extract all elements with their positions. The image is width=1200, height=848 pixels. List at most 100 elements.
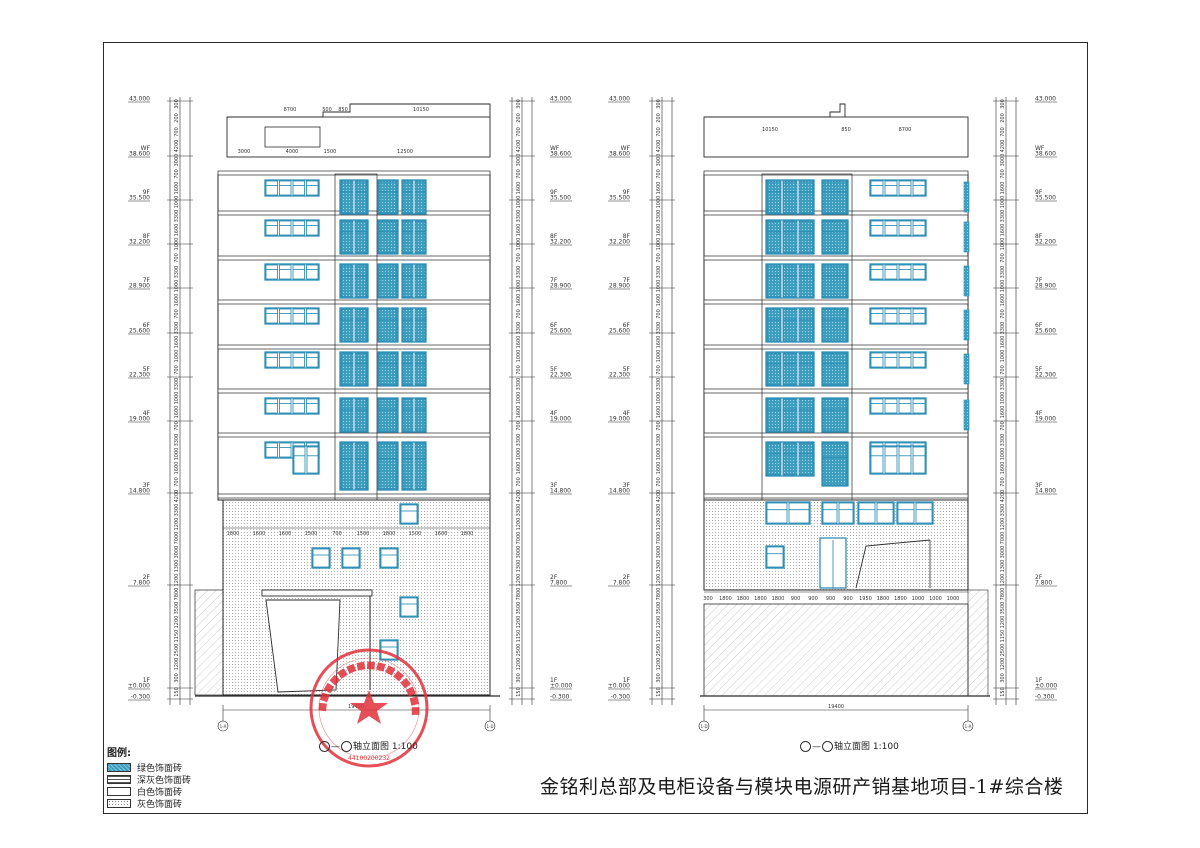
side-dim-label: 2500 <box>516 644 522 657</box>
window-pane <box>898 264 912 280</box>
white-tile-swatch <box>107 786 131 796</box>
side-dim-label: 1000 <box>174 238 180 251</box>
seal-star-icon <box>350 690 388 724</box>
side-dim-label: 700 <box>656 421 662 431</box>
axis-bubble <box>217 720 229 732</box>
base-dim-label: 1800 <box>754 596 767 602</box>
side-dim-label: 1600 <box>1000 224 1006 237</box>
window-pane <box>354 352 368 386</box>
side-dim-label: 1300 <box>1000 560 1006 573</box>
window-pane <box>766 442 782 476</box>
side-dim-label: 1200 <box>1000 574 1006 587</box>
roof-dim-label: 500 <box>322 107 332 113</box>
side-dim-label: 1600 <box>174 182 180 195</box>
elevation-label: 35.500 <box>129 195 150 202</box>
window-pane <box>898 180 912 196</box>
window-pane <box>898 352 912 368</box>
base-dim-label: 1500 <box>409 531 422 537</box>
floor-band <box>703 255 969 261</box>
side-dim-label: 700 <box>1000 253 1006 263</box>
roof-dim-label: 850 <box>841 127 851 133</box>
elevation-label: 38.600 <box>550 151 571 158</box>
axis-circle-icon <box>800 741 811 752</box>
side-dim-label: 3500 <box>1000 602 1006 615</box>
window-pane <box>293 446 306 474</box>
side-dim-label: 1000 <box>174 448 180 461</box>
window-pane <box>766 180 782 214</box>
window-pane <box>378 398 398 432</box>
side-dim-label: 3000 <box>656 154 662 167</box>
window-pane <box>306 308 319 324</box>
window-pane <box>870 352 884 368</box>
side-dim-label: 1000 <box>174 196 180 209</box>
side-dim-label: 1600 <box>516 182 522 195</box>
window-pane <box>340 180 354 214</box>
dark-gray-tile-swatch <box>107 774 131 784</box>
roof-outline <box>704 103 846 118</box>
right-caption-text: 轴立面图 1:100 <box>834 742 899 752</box>
window-pane <box>798 180 814 214</box>
window-pane <box>884 220 898 236</box>
floor-band <box>703 493 969 499</box>
window-pane <box>782 442 798 476</box>
side-dim-label: 1200 <box>516 658 522 671</box>
side-dim-label: 700 <box>516 309 522 319</box>
side-dim-label: 1600 <box>1000 182 1006 195</box>
side-dim-label: 1200 <box>656 616 662 629</box>
window-frame <box>264 263 320 281</box>
base-dim-label: 700 <box>332 531 342 537</box>
window-frame <box>869 307 927 325</box>
floor-label: 6F <box>1035 322 1043 329</box>
window-pane <box>798 398 814 432</box>
base-dim-label: 1800 <box>894 596 907 602</box>
side-dim-label: 3300 <box>516 378 522 391</box>
window-pane <box>402 220 414 254</box>
side-dim-label: 7000 <box>516 532 522 545</box>
window-pane <box>782 352 798 386</box>
window-pane <box>884 264 898 280</box>
window-pane <box>766 264 782 298</box>
window-pane <box>312 548 330 568</box>
company-seal <box>309 648 429 768</box>
floor-label: 5F <box>1035 366 1043 373</box>
floor-label: 1F <box>550 677 558 684</box>
side-dim-label: 1000 <box>1000 350 1006 363</box>
side-dim-label: 3300 <box>174 434 180 447</box>
side-dim-label: 300 <box>516 673 522 683</box>
floor-label: 9F <box>1035 189 1043 196</box>
side-dim-label: 150 <box>656 687 662 697</box>
elevation-label: 43.000 <box>550 96 571 103</box>
side-dim-label: 1300 <box>516 560 522 573</box>
window-pane <box>354 442 368 490</box>
floor-label: 8F <box>623 233 631 240</box>
window-pane <box>400 504 418 524</box>
basement-hatch <box>703 603 969 697</box>
floor-band <box>217 388 491 394</box>
window-pane <box>822 180 848 214</box>
window-pane <box>912 446 926 474</box>
window-pane <box>402 264 414 298</box>
base-dim-label: 1800 <box>737 596 750 602</box>
legend-label: 白色饰面砖 <box>137 787 183 798</box>
side-dim-label: 3300 <box>516 322 522 335</box>
legend-label: 深灰色饰面砖 <box>137 775 192 786</box>
elevation-label: 28.900 <box>609 283 630 290</box>
side-dim-label: 700 <box>1000 477 1006 487</box>
base-dim-label: 1500 <box>305 531 318 537</box>
side-dim-label: 3300 <box>656 504 662 517</box>
elevation-label: 25.600 <box>129 328 150 335</box>
base-dim-label: 1950 <box>859 596 872 602</box>
side-dim-label: 150 <box>516 687 522 697</box>
side-dim-label: 1600 <box>516 406 522 419</box>
side-dim-label: 3000 <box>1000 154 1006 167</box>
window-pane <box>279 442 292 458</box>
floor-label: 9F <box>143 189 151 196</box>
side-dim-label: 1000 <box>656 392 662 405</box>
axis-bubble <box>484 720 496 732</box>
side-dim-label: 700 <box>656 127 662 137</box>
edge-glass <box>963 221 970 253</box>
side-dim-label: 1200 <box>516 616 522 629</box>
side-dim-label: 4200 <box>656 140 662 153</box>
window-pane <box>354 308 368 342</box>
window-pane <box>279 264 292 280</box>
